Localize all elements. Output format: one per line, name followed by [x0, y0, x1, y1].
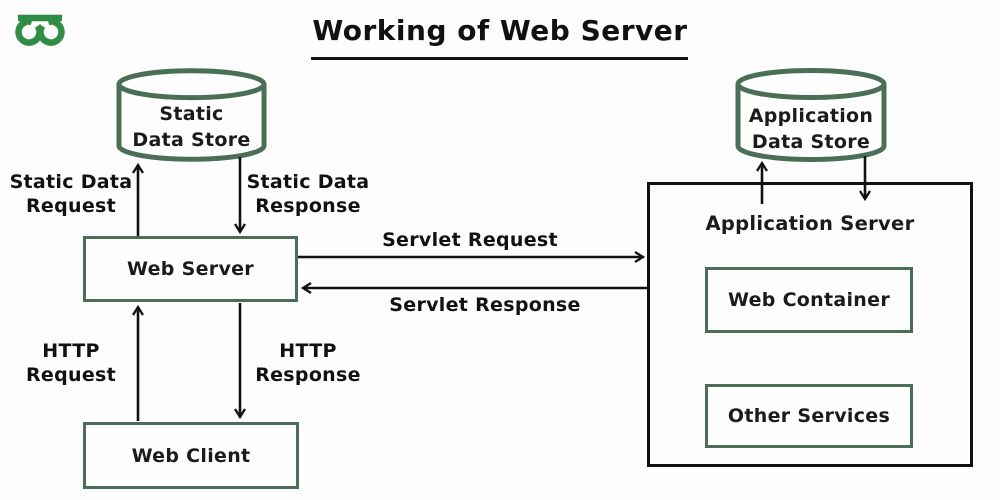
- static-data-store-cylinder: [116, 68, 267, 162]
- page-title: Working of Web Server: [312, 14, 688, 47]
- application-server-box: [647, 182, 973, 467]
- web-client-box: Web Client: [83, 422, 299, 489]
- web-container-label: Web Container: [727, 289, 890, 311]
- application-data-store-cylinder: [735, 68, 887, 162]
- other-services-label: Other Services: [727, 405, 891, 427]
- application-server-label: Application Server: [705, 212, 915, 235]
- http-response-label: HTTP Response: [255, 340, 361, 386]
- web-client-label: Web Client: [131, 444, 251, 467]
- static-data-store-label: Static Data Store: [132, 103, 251, 151]
- cylinder-body: [735, 84, 887, 162]
- static-data-response-label: Static Data Response: [246, 171, 370, 217]
- geeksforgeeks-logo: [15, 14, 65, 46]
- web-server-label: Web Server: [127, 258, 254, 280]
- http-request-label: HTTP Request: [25, 340, 117, 386]
- cylinder-top: [116, 68, 267, 101]
- web-container-box: Web Container: [705, 267, 913, 333]
- web-server-box: Web Server: [83, 236, 298, 302]
- logo-right-g: [37, 18, 65, 46]
- static-data-request-label: Static Data Request: [9, 171, 133, 217]
- servlet-response-label: Servlet Response: [389, 294, 581, 316]
- title-underline: [311, 57, 688, 60]
- other-services-box: Other Services: [705, 384, 913, 448]
- servlet-request-label: Servlet Request: [382, 229, 558, 251]
- cylinder-top: [735, 68, 887, 100]
- cylinder-body: [116, 84, 267, 162]
- application-data-store-label: Application Data Store: [748, 105, 874, 153]
